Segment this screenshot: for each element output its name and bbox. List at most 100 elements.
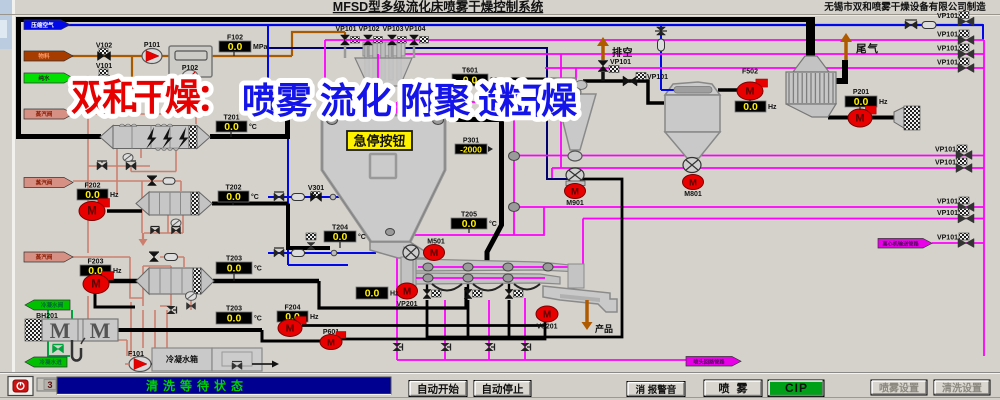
svg-text:纯水: 纯水 <box>38 74 50 82</box>
svg-text:P102: P102 <box>182 65 198 72</box>
svg-text:喷头回路管路: 喷头回路管路 <box>693 357 725 365</box>
svg-text:清洗设置: 清洗设置 <box>942 381 982 394</box>
svg-text:Hz: Hz <box>113 268 122 275</box>
svg-text:Hz: Hz <box>110 192 119 199</box>
svg-text:0.0: 0.0 <box>85 189 100 201</box>
svg-text:Hz: Hz <box>879 99 888 106</box>
svg-text:M: M <box>87 206 97 218</box>
svg-text:V101: V101 <box>96 63 112 70</box>
svg-text:Hz: Hz <box>390 291 399 298</box>
svg-text:M: M <box>403 287 411 298</box>
svg-text:排空: 排空 <box>612 46 633 59</box>
svg-text:M: M <box>543 310 551 321</box>
svg-text:V102: V102 <box>96 43 112 50</box>
svg-text:°C: °C <box>251 193 259 201</box>
svg-text:自动开始: 自动开始 <box>417 382 459 395</box>
svg-text:T202: T202 <box>226 185 242 192</box>
svg-text:°C: °C <box>249 123 257 131</box>
svg-text:附聚: 附聚 <box>400 80 471 121</box>
svg-text:CIP: CIP <box>785 381 808 395</box>
svg-text:离心机输送管路: 离心机输送管路 <box>882 239 919 247</box>
svg-text:蒸汽阀: 蒸汽阀 <box>36 253 53 261</box>
svg-text:流化: 流化 <box>320 80 392 121</box>
svg-text:M: M <box>571 187 579 198</box>
svg-text:VP201: VP201 <box>396 301 417 308</box>
svg-text:°C: °C <box>254 315 262 323</box>
svg-text:VS201: VS201 <box>536 324 557 331</box>
svg-text:VP101: VP101 <box>610 59 631 66</box>
svg-text:F101: F101 <box>128 351 144 358</box>
svg-text:VP101: VP101 <box>937 199 958 206</box>
svg-text:M501: M501 <box>427 239 445 246</box>
svg-text:0.0: 0.0 <box>463 75 478 87</box>
svg-text:0.0: 0.0 <box>228 41 243 53</box>
svg-text:-2000: -2000 <box>460 145 482 155</box>
svg-text:急停按钮: 急停按钮 <box>353 134 405 149</box>
svg-text:M: M <box>745 86 754 98</box>
svg-text:0.0: 0.0 <box>365 288 380 300</box>
svg-text:T204: T204 <box>332 225 348 232</box>
svg-text:VP101: VP101 <box>935 147 956 154</box>
svg-text:0.0: 0.0 <box>227 313 242 325</box>
svg-text:消 报警音: 消 报警音 <box>636 384 677 396</box>
svg-text:M: M <box>90 318 111 343</box>
svg-text:喷雾设置: 喷雾设置 <box>879 381 919 394</box>
svg-text:VP101: VP101 <box>935 160 956 167</box>
svg-text:P601: P601 <box>323 329 339 336</box>
svg-text:喷 雾: 喷 雾 <box>718 381 749 395</box>
svg-text:0.0: 0.0 <box>333 231 348 243</box>
svg-text:°C: °C <box>489 220 497 228</box>
svg-text:Hz: Hz <box>768 104 777 111</box>
svg-text:喷雾: 喷雾 <box>242 80 313 121</box>
svg-text:F502: F502 <box>742 69 758 76</box>
svg-text:T203: T203 <box>226 256 242 263</box>
svg-text:°C: °C <box>254 265 262 273</box>
svg-text:P101: P101 <box>144 42 160 49</box>
svg-text:冷凝水箱: 冷凝水箱 <box>166 354 198 364</box>
svg-text:BH201: BH201 <box>36 313 58 320</box>
svg-text:VP101: VP101 <box>937 60 958 67</box>
svg-text:P301: P301 <box>463 138 479 145</box>
svg-text:0.0: 0.0 <box>227 263 242 275</box>
svg-text:MFSD型多级流化床喷雾干燥控制系统: MFSD型多级流化床喷雾干燥控制系统 <box>333 0 544 14</box>
svg-text:清洗等待状态: 清洗等待状态 <box>146 378 248 393</box>
svg-text:°C: °C <box>358 233 366 241</box>
svg-text:3: 3 <box>47 380 52 390</box>
svg-text:压缩空气: 压缩空气 <box>31 21 54 29</box>
svg-text:VP101: VP101 <box>937 210 958 217</box>
svg-text:0.0: 0.0 <box>88 265 103 277</box>
svg-text:M901: M901 <box>566 200 584 207</box>
svg-text:M: M <box>286 323 295 335</box>
svg-text:VP102: VP102 <box>358 26 379 33</box>
svg-text:无锡市双和喷雾干燥设备有限公司制造: 无锡市双和喷雾干燥设备有限公司制造 <box>823 1 986 13</box>
svg-text:物料: 物料 <box>38 52 50 60</box>
svg-text:双和干燥：: 双和干燥： <box>71 77 233 118</box>
svg-text:VP101: VP101 <box>937 13 958 20</box>
svg-text:M: M <box>50 318 71 343</box>
svg-text:冷凝水进: 冷凝水进 <box>39 358 62 366</box>
svg-text:产品: 产品 <box>595 323 613 334</box>
svg-text:F204: F204 <box>285 305 301 312</box>
svg-text:P201: P201 <box>853 89 869 96</box>
svg-text:V301: V301 <box>308 185 324 192</box>
svg-text:F202: F202 <box>85 183 101 190</box>
svg-text:Hz: Hz <box>310 314 319 321</box>
svg-text:°C: °C <box>490 77 498 85</box>
svg-text:蒸汽阀: 蒸汽阀 <box>36 110 53 118</box>
svg-text:M: M <box>689 178 697 189</box>
svg-text:0.0: 0.0 <box>224 121 239 133</box>
svg-text:VP101: VP101 <box>647 74 668 81</box>
svg-text:VP101: VP101 <box>937 46 958 53</box>
svg-text:VP101: VP101 <box>335 26 356 33</box>
svg-text:F102: F102 <box>227 35 243 42</box>
svg-text:M: M <box>327 338 335 349</box>
svg-text:M: M <box>91 279 101 291</box>
svg-text:MPa: MPa <box>253 44 268 51</box>
svg-text:尾气: 尾气 <box>856 42 879 55</box>
svg-text:0.0: 0.0 <box>854 96 869 108</box>
svg-text:VP104: VP104 <box>404 26 425 33</box>
svg-text:T203: T203 <box>226 306 242 313</box>
svg-text:M: M <box>855 113 864 125</box>
svg-text:自动停止: 自动停止 <box>482 382 524 395</box>
svg-text:M: M <box>430 248 438 259</box>
